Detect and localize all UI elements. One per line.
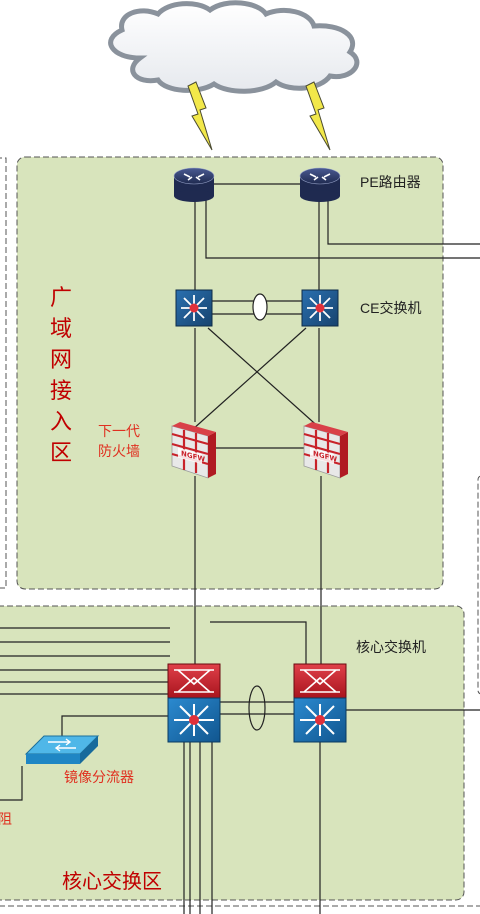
core-switch-icon[interactable] <box>167 663 221 743</box>
lightning-icon <box>305 81 331 151</box>
links <box>0 183 480 914</box>
firewall-icon[interactable]: NGFW <box>303 422 348 479</box>
link-aggregation-marker <box>252 293 268 321</box>
wan-zone-char: 网 <box>50 347 72 372</box>
wan-zone-char: 广 <box>50 285 72 310</box>
wan-zone-char: 接 <box>50 378 72 403</box>
ngfw-label-line1: 下一代 <box>98 423 140 439</box>
ce-switch-label: CE交换机 <box>360 300 421 316</box>
core-exchange-zone <box>0 605 465 901</box>
wan-zone-char: 域 <box>50 316 72 341</box>
wan-zone-char: 入 <box>50 409 72 434</box>
link-aggregation-marker <box>248 685 266 731</box>
firewall-icon[interactable]: NGFW <box>171 422 216 479</box>
router-icon[interactable] <box>299 167 341 202</box>
bottom-partial-zone <box>0 905 480 914</box>
mirror-splitter-label: 镜像分流器 <box>64 769 134 785</box>
router-icon[interactable] <box>173 167 215 202</box>
left-partial-zone <box>0 157 7 589</box>
core-switch-icon[interactable] <box>293 663 347 743</box>
wan-zone-char: 区 <box>50 440 72 465</box>
cloud-icon <box>108 0 360 94</box>
wan-access-zone <box>16 156 444 590</box>
core-zone-title: 核心交换区 <box>62 870 162 893</box>
pe-router-label: PE路由器 <box>360 174 421 190</box>
switch-icon[interactable] <box>301 289 339 327</box>
core-switch-label: 核心交换机 <box>356 639 426 655</box>
mirror-splitter-icon[interactable] <box>24 735 100 764</box>
ngfw-label-line2: 防火墙 <box>98 443 140 459</box>
switch-icon[interactable] <box>175 289 213 327</box>
lightning-icon <box>187 81 213 151</box>
left-cut-label: 阻 <box>0 811 12 827</box>
